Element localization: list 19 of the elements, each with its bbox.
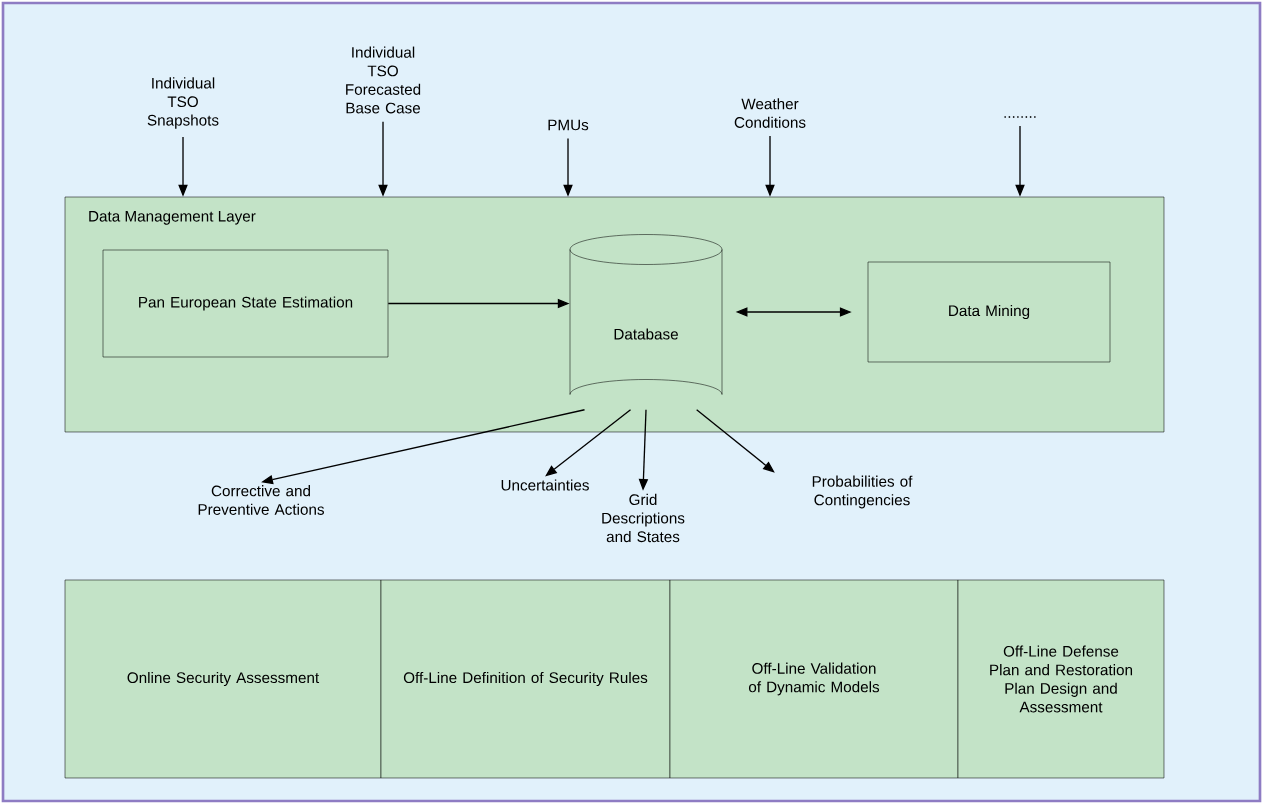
input-label: Corrective and Preventive Actions xyxy=(198,485,324,515)
module-box: Off-Line Validation of Dynamic Models xyxy=(669,579,959,779)
module-box: Off-Line Definition of Security Rules xyxy=(380,579,671,779)
input-label: Uncertainties xyxy=(501,479,589,491)
input-label: Weather Conditions xyxy=(734,98,806,128)
input-label: PMUs xyxy=(548,119,589,131)
process-box: Pan European State Estimation xyxy=(102,249,389,358)
input-label: Probabilities of Contingencies xyxy=(812,475,913,509)
input-label: Individual TSO Snapshots xyxy=(147,77,219,129)
arrow xyxy=(545,409,632,477)
node-label: Database xyxy=(614,328,678,340)
module-box: Off-Line Defense Plan and Restoration Plan Design and Assessment xyxy=(957,579,1165,779)
process-box: Data Mining xyxy=(867,261,1111,363)
input-label: Grid Descriptions and States xyxy=(602,493,685,543)
input-label: ........ xyxy=(1004,116,1036,118)
database-cylinder: Database xyxy=(569,234,723,395)
input-label: Individual TSO Forecasted Base Case xyxy=(346,46,421,114)
arrow xyxy=(696,409,775,473)
module-box: Online Security Assessment xyxy=(64,579,382,779)
